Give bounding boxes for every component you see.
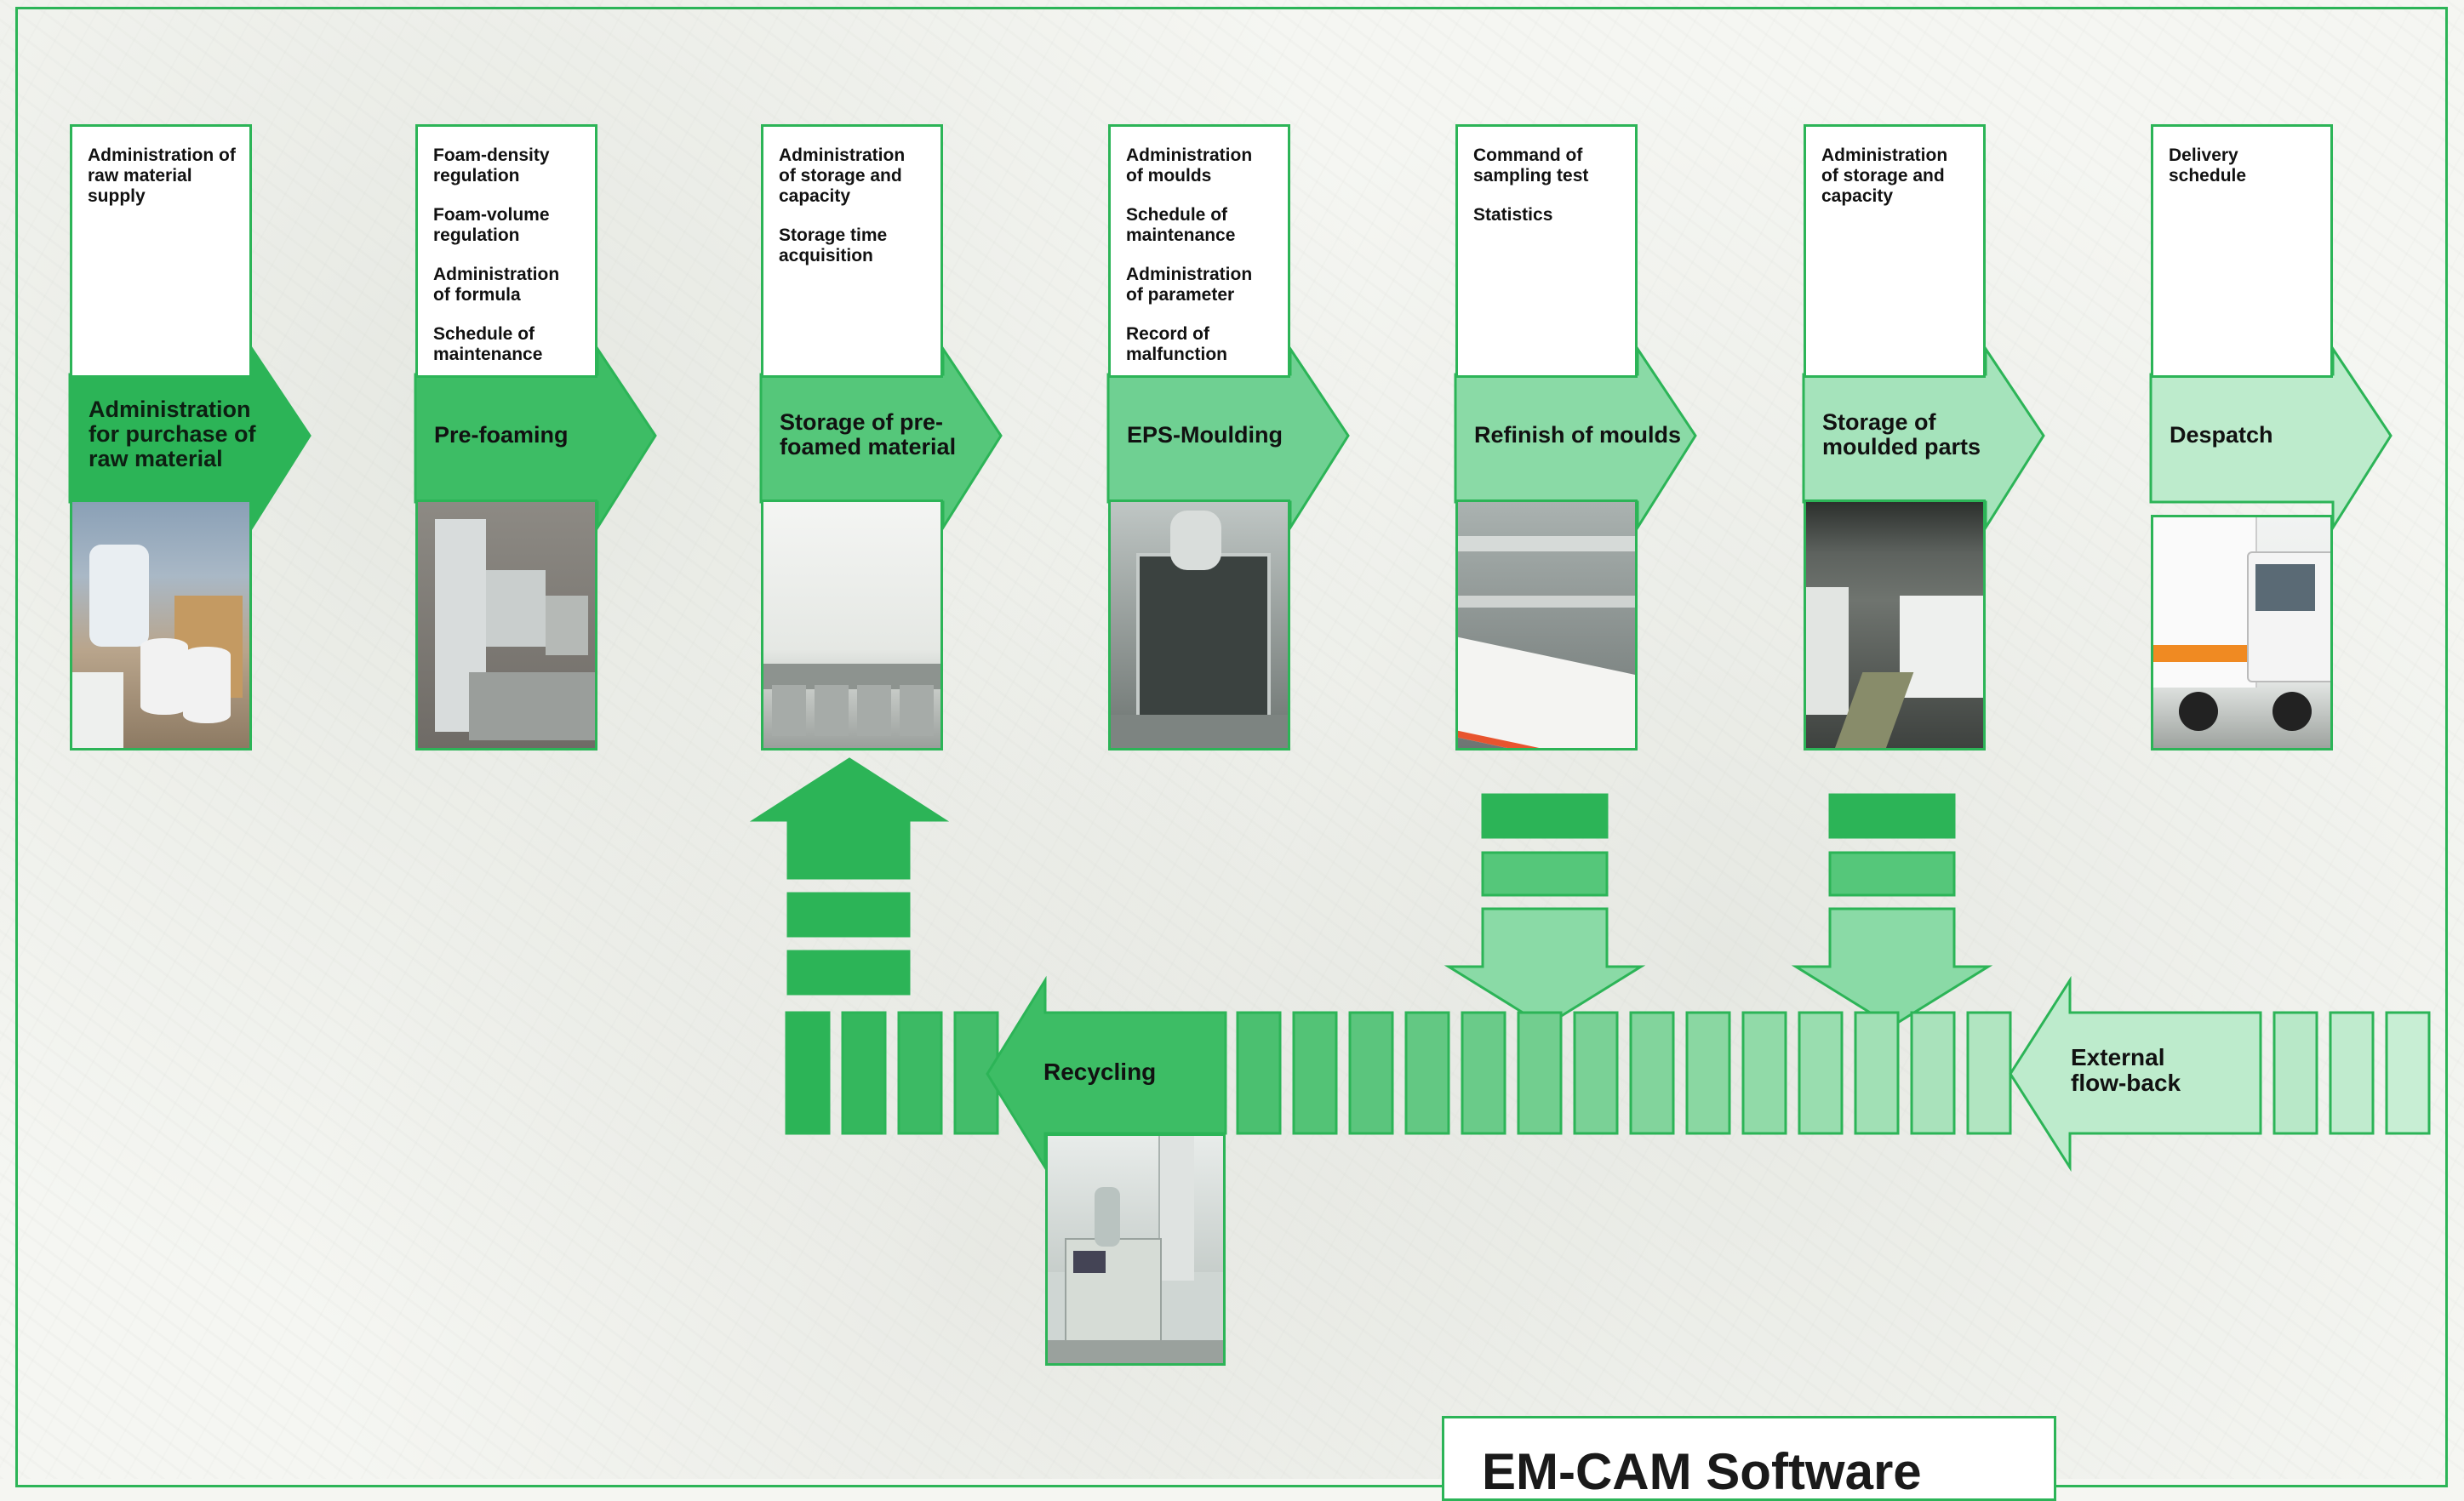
stage-task: Schedule of maintenance: [433, 324, 543, 364]
flow-block: [1798, 1011, 1844, 1135]
stage-task: Administration of formula: [433, 265, 560, 305]
flow-block: [1292, 1011, 1338, 1135]
flow-block: [1910, 1011, 1956, 1135]
flow-block: [953, 1011, 999, 1135]
flow-block: [2272, 1011, 2318, 1135]
flow-block: [841, 1011, 887, 1135]
recycling-machine-photo: [1045, 1133, 1226, 1366]
flow-block: [1404, 1011, 1450, 1135]
external-flow-back-label: External flow-back: [2071, 1044, 2181, 1096]
flow-block: [1348, 1011, 1394, 1135]
stage-task: Foam-volume regulation: [433, 205, 550, 245]
waste-down-arrow: [1444, 907, 1646, 1028]
stage-info-box-despatch: Delivery schedule: [2151, 124, 2333, 378]
waste-bar: [1481, 851, 1609, 897]
flow-block: [1966, 1011, 2012, 1135]
stage-arrow-despatch: [2149, 345, 2393, 533]
flow-block: [2329, 1011, 2375, 1135]
flow-block: [1741, 1011, 1787, 1135]
flow-block: [1629, 1011, 1675, 1135]
warehouse-photo: [1804, 499, 1986, 750]
flow-block: [1854, 1011, 1900, 1135]
stage-label-pre-foaming: Pre-foaming: [434, 422, 569, 448]
flow-block: [1573, 1011, 1619, 1135]
stage-task: Administration of storage and capacity: [1821, 146, 1948, 206]
moulding-machine-photo: [1108, 499, 1290, 750]
flow-block: [897, 1011, 943, 1135]
stage-task: Foam-density regulation: [433, 146, 550, 185]
stage-label-despatch: Despatch: [2170, 422, 2273, 448]
waste-bar: [1828, 851, 1956, 897]
stage-task: Record of malfunction: [1126, 324, 1227, 364]
flow-block: [2385, 1011, 2431, 1135]
recycle-bar: [786, 950, 911, 996]
external-flow-back-arrow: [2009, 975, 2262, 1173]
title-box: EM-CAM Software: [1442, 1416, 2056, 1501]
page-title: EM-CAM Software: [1482, 1443, 1922, 1500]
stage-label-moulding: EPS-Moulding: [1127, 422, 1283, 448]
stage-info-box-storage-parts: Administration of storage and capacity: [1804, 124, 1986, 378]
recycle-return-arrow: [749, 757, 950, 880]
stage-task: Administration of moulds: [1126, 146, 1253, 185]
stage-task: Delivery schedule: [2169, 146, 2247, 185]
flow-block: [1685, 1011, 1731, 1135]
flow-block: [785, 1011, 831, 1135]
flow-block: [1461, 1011, 1506, 1135]
stage-label-refinish: Refinish of moulds: [1474, 422, 1681, 448]
stage-task: Administration of parameter: [1126, 265, 1253, 305]
raw-material-bags-photo: [70, 499, 252, 750]
waste-bar: [1828, 793, 1956, 839]
pre-foamer-machine-photo: [415, 499, 597, 750]
stage-task: Statistics: [1473, 205, 1553, 225]
waste-down-arrow: [1791, 907, 1993, 1028]
storage-silos-photo: [761, 499, 943, 750]
stage-label-storage-prefoamed: Storage of pre- foamed material: [780, 409, 957, 459]
stage-task: Storage time acquisition: [779, 225, 888, 265]
stage-label-storage-parts: Storage of moulded parts: [1822, 409, 1981, 459]
flow-block: [1236, 1011, 1282, 1135]
stage-task: Administration of storage and capacity: [779, 146, 906, 206]
delivery-truck-photo: [2151, 515, 2333, 750]
waste-bar: [1481, 793, 1609, 839]
stage-task: Schedule of maintenance: [1126, 205, 1236, 245]
stage-info-box-purchase: Administration of raw material supply: [70, 124, 252, 378]
recycle-bar: [786, 892, 911, 938]
stage-task: Command of sampling test: [1473, 146, 1589, 185]
recycling-label: Recycling: [1043, 1059, 1157, 1085]
stage-label-purchase: Administration for purchase of raw mater…: [89, 397, 256, 471]
flow-block: [1517, 1011, 1563, 1135]
refinish-line-photo: [1455, 499, 1638, 750]
stage-task: Administration of raw material supply: [88, 146, 236, 206]
